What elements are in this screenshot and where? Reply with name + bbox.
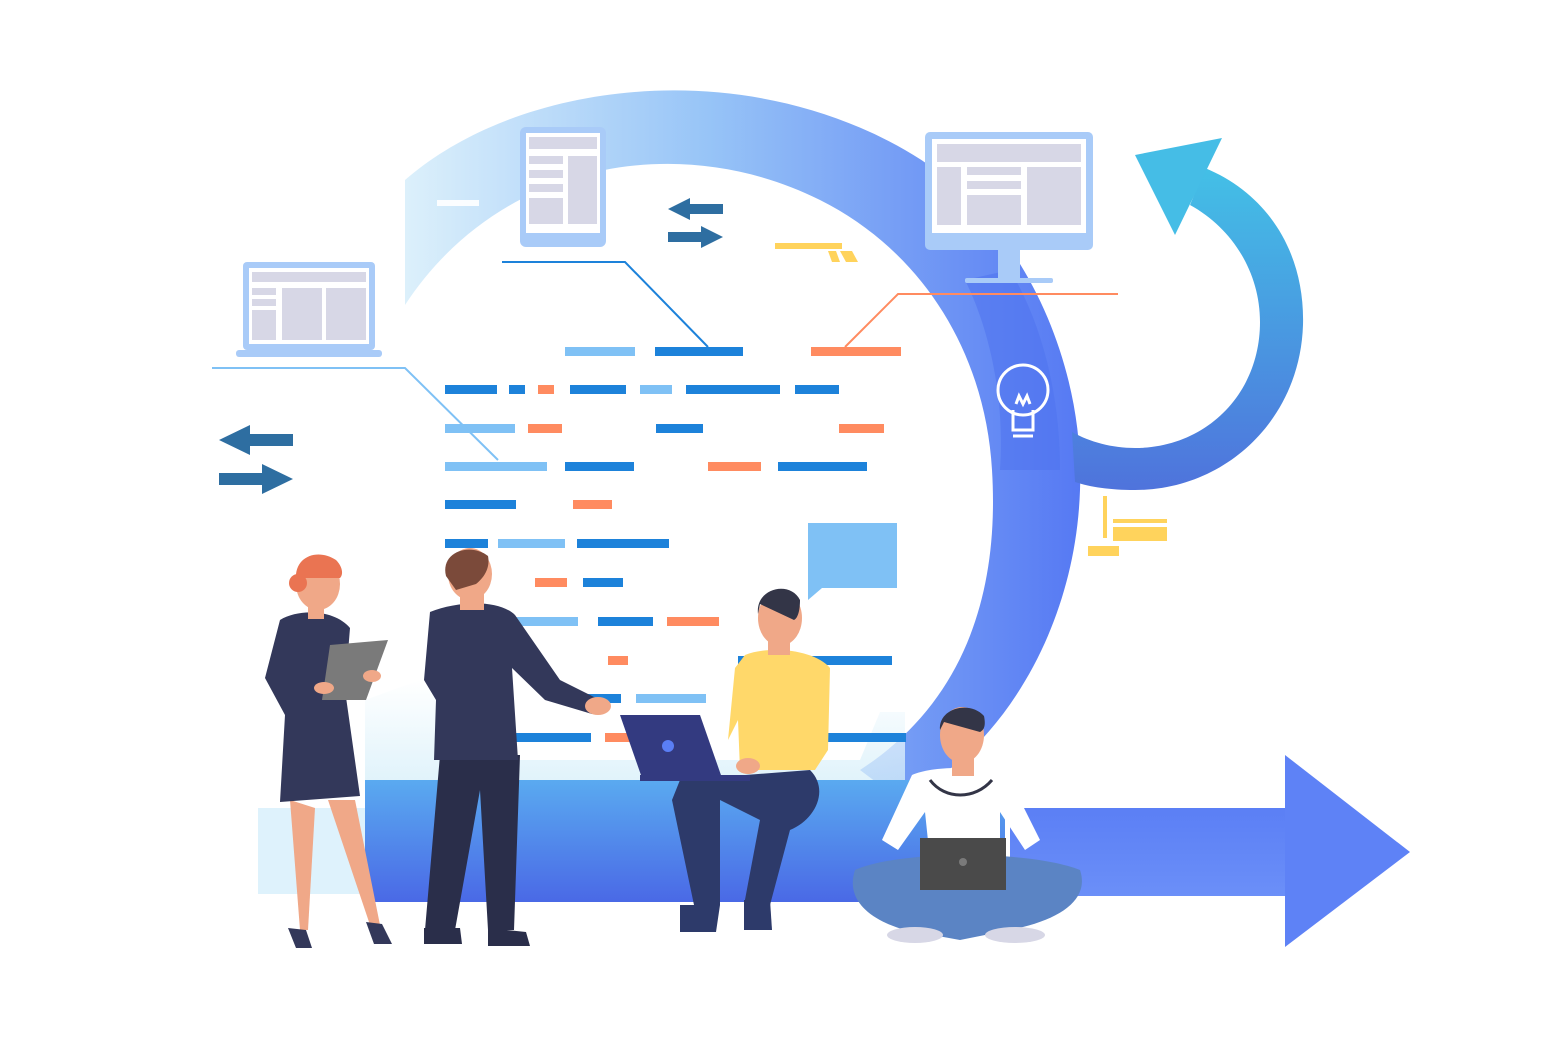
decor-dashes: [437, 200, 1167, 556]
swap-arrows-small-icon: [668, 198, 723, 248]
code-bar: [570, 385, 626, 394]
code-bar: [573, 500, 612, 509]
code-bar: [515, 733, 591, 742]
code-bar: [605, 733, 642, 742]
code-bar: [445, 500, 516, 509]
code-bars: [445, 347, 906, 742]
tablet-icon: [520, 127, 606, 247]
code-bar: [608, 656, 628, 665]
laptop-icon: [236, 262, 382, 357]
code-bar: [686, 385, 780, 394]
code-bar: [656, 424, 703, 433]
connector-line-monitor: [844, 293, 1118, 348]
loop-inner-shadow: [965, 270, 1060, 470]
connector-line-laptop: [212, 367, 499, 461]
code-bar: [509, 617, 578, 626]
loop-band: [405, 90, 1081, 800]
code-bar: [667, 617, 719, 626]
monitor-icon: [925, 132, 1093, 283]
code-bar: [640, 385, 672, 394]
code-bar: [577, 539, 669, 548]
code-bar: [445, 539, 488, 548]
code-bar: [636, 694, 706, 703]
code-bar: [528, 424, 562, 433]
code-bar: [509, 385, 525, 394]
man-crosslegged-with-laptop: [852, 707, 1082, 943]
code-bar: [778, 462, 867, 471]
connector-line-tablet: [502, 261, 709, 348]
code-bar: [820, 733, 906, 742]
code-bar: [535, 578, 567, 587]
code-bar: [708, 462, 761, 471]
man-seated-with-laptop: [620, 588, 830, 932]
connector-lines: [212, 261, 1118, 461]
code-bar: [795, 385, 839, 394]
code-bar: [445, 424, 515, 433]
speech-bubble-icon: [808, 523, 897, 600]
code-bar: [538, 385, 554, 394]
code-bar: [811, 347, 901, 356]
lightbulb-icon: [996, 363, 1050, 438]
code-bar: [839, 424, 884, 433]
man-in-suit-pointing: [424, 548, 611, 946]
code-bar: [655, 347, 743, 356]
code-bar: [445, 385, 497, 394]
code-bar: [445, 462, 547, 471]
code-bar: [498, 539, 565, 548]
forward-arrow-icon: [1010, 755, 1410, 947]
woman-with-tablet: [265, 554, 392, 948]
code-bar: [598, 617, 653, 626]
code-bar: [565, 462, 634, 471]
code-bar: [565, 347, 635, 356]
circular-arrow-icon: [1072, 138, 1304, 490]
sprint-loop: [405, 90, 1081, 800]
code-bar: [583, 578, 623, 587]
swap-arrows-icon: [219, 425, 293, 494]
